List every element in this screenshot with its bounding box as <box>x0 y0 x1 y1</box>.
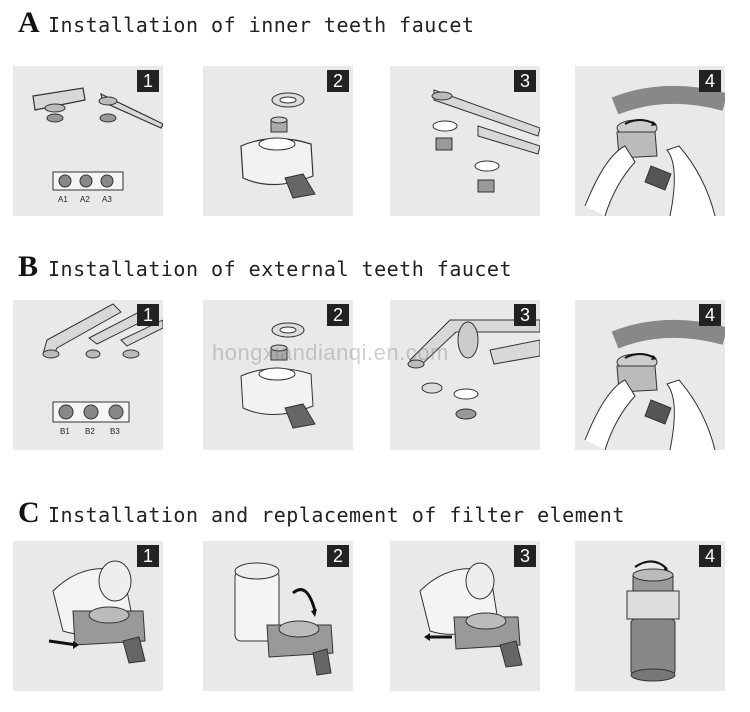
step-number-badge: 3 <box>514 304 536 326</box>
step-number-badge: 1 <box>137 545 159 567</box>
step-panel-a2: 2 <box>203 66 353 216</box>
hand-tightening-illustration <box>584 319 725 450</box>
section-c-header: C Installation and replacement of filter… <box>18 496 625 530</box>
section-letter: C <box>18 496 40 529</box>
attach-adapter-illustration <box>407 319 540 420</box>
upright-cartridge-illustration <box>626 560 680 682</box>
step-panel-b2: 2 <box>203 300 353 450</box>
step-panel-b4: 4 <box>575 300 725 450</box>
rotate-cartridge-illustration <box>234 562 334 676</box>
step-number-badge: 4 <box>699 70 721 92</box>
section-title: Installation of external teeth faucet <box>48 257 513 281</box>
step-panel-c2: 2 <box>203 541 353 691</box>
step-number-badge: 2 <box>327 70 349 92</box>
step-panel-c1: 1 <box>13 541 163 691</box>
step-panel-b1: B1 B2 B3 1 <box>13 300 163 450</box>
filter-head-illustration <box>240 92 316 199</box>
step-number-badge: 3 <box>514 545 536 567</box>
section-title: Installation of inner teeth faucet <box>48 13 475 37</box>
step-number-badge: 2 <box>327 545 349 567</box>
step-number-badge: 4 <box>699 545 721 567</box>
section-letter: A <box>18 6 40 39</box>
adapter-label: A2 <box>80 195 90 204</box>
attach-adapter-illustration <box>431 89 540 193</box>
adapter-label: A3 <box>102 195 112 204</box>
adapter-label: B3 <box>110 427 120 436</box>
adapter-label: B1 <box>60 427 70 436</box>
step-number-badge: 3 <box>514 70 536 92</box>
watermark: hongxiandianqi.en.com <box>212 340 449 365</box>
section-letter: B <box>18 250 39 283</box>
filter-cartridge-illustration <box>48 560 146 664</box>
step-panel-c4: 4 <box>575 541 725 691</box>
filter-head-illustration <box>240 322 316 429</box>
step-panel-b3: 3 <box>390 300 540 450</box>
section-a-header: A Installation of inner teeth faucet <box>18 6 474 40</box>
hand-tightening-illustration <box>584 85 725 216</box>
step-number-badge: 4 <box>699 304 721 326</box>
section-b-header: B Installation of external teeth faucet <box>18 250 512 284</box>
section-title: Installation and replacement of filter e… <box>48 503 625 527</box>
step-panel-a4: 4 <box>575 66 725 216</box>
insert-cartridge-illustration <box>419 562 523 668</box>
step-panel-c3: 3 <box>390 541 540 691</box>
step-panel-a3: 3 <box>390 66 540 216</box>
faucet-adapters-illustration: A1 A2 A3 <box>32 87 163 204</box>
adapter-label: A1 <box>58 195 68 204</box>
step-panel-a1: A1 A2 A3 1 <box>13 66 163 216</box>
step-number-badge: 1 <box>137 304 159 326</box>
adapter-label: B2 <box>85 427 95 436</box>
step-number-badge: 2 <box>327 304 349 326</box>
faucet-adapters-illustration: B1 B2 B3 <box>42 303 163 436</box>
step-number-badge: 1 <box>137 70 159 92</box>
